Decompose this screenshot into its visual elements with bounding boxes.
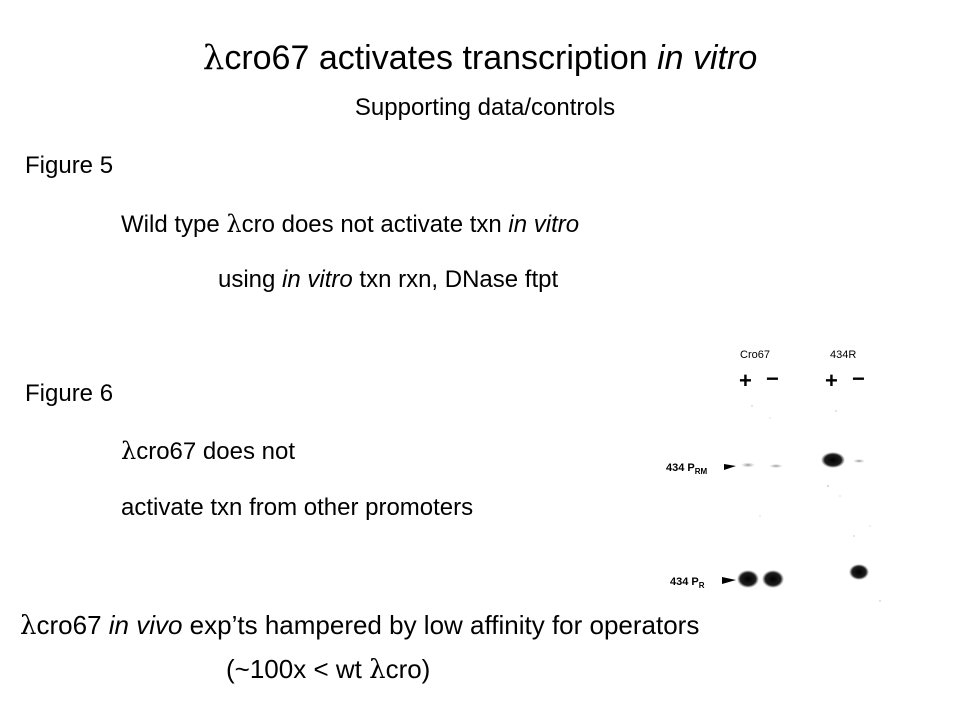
lane-group-label-cro67: Cro67	[740, 349, 770, 361]
gel-image: Cro67 434R + − + − 434 PRM 434 PR	[666, 349, 881, 602]
figure-5-description-2: using in vitro txn rxn, DNase ftpt	[218, 266, 558, 294]
bottom-note-1-post: exp’ts hampered by low affinity for oper…	[182, 610, 700, 640]
gel-band	[849, 564, 869, 580]
figure-5-description-1: Wild type λcro does not activate txn in …	[121, 210, 579, 239]
lambda-symbol: λ	[226, 210, 242, 238]
band-label-434-pr: 434 PR	[670, 576, 736, 590]
figure-6-desc1-text: cro67 does not	[136, 438, 295, 465]
svg-text:434 PR: 434 PR	[670, 576, 705, 590]
bottom-note-2-post: cro)	[385, 654, 431, 684]
bottom-note-2-pre: (~100x < wt	[226, 654, 370, 684]
figure-5-desc1-pre: Wild type	[121, 211, 227, 238]
band-label-subscript: R	[699, 581, 705, 590]
band-label-434-prm: 434 PRM	[666, 462, 736, 476]
bottom-note-2: (~100x < wt λcro)	[226, 654, 430, 685]
lambda-symbol: λ	[369, 655, 386, 685]
lane-sign: −	[852, 366, 865, 391]
bottom-note-1-pre: cro67	[36, 610, 109, 640]
gel-band	[762, 570, 784, 588]
figure-6-label: Figure 6	[25, 380, 114, 407]
band-label-subscript: RM	[695, 467, 708, 476]
svg-text:434 PRM: 434 PRM	[666, 462, 708, 476]
figure-6-description-1: λcro67 does not	[121, 437, 295, 466]
lambda-symbol: λ	[121, 437, 137, 465]
band-label-prefix: 434 P	[670, 576, 699, 588]
lambda-symbol: λ	[202, 38, 225, 78]
arrowhead-icon	[724, 464, 736, 470]
figure-5-desc2-italic: in vitro	[282, 266, 353, 293]
lane-sign: +	[739, 368, 752, 393]
figure-6-description-2: activate txn from other promoters	[121, 494, 474, 521]
gel-speckles	[751, 405, 881, 602]
figure-5-desc2-pre: using	[218, 266, 283, 293]
figure-5-desc2-post: txn rxn, DNase ftpt	[352, 266, 559, 293]
figure-5-desc1-mid: cro does not activate txn	[241, 211, 509, 238]
bottom-note-1-italic: in vivo	[108, 610, 183, 640]
title-text: cro67 activates transcription	[224, 39, 658, 77]
gel-band	[821, 452, 845, 468]
lane-group-label-434r: 434R	[830, 349, 856, 361]
band-label-prefix: 434 P	[666, 462, 695, 474]
slide-subtitle: Supporting data/controls	[354, 94, 616, 121]
bottom-note-1: λcro67 in vivo exp’ts hampered by low af…	[20, 610, 699, 641]
arrowhead-icon	[722, 577, 736, 584]
gel-band	[853, 459, 865, 463]
figure-5-desc1-italic: in vitro	[508, 211, 580, 238]
lambda-symbol: λ	[20, 611, 37, 641]
title-italic-text: in vitro	[657, 39, 758, 77]
gel-band	[737, 570, 759, 588]
gel-band	[741, 462, 755, 468]
lane-sign: −	[766, 366, 779, 391]
figure-5-label: Figure 5	[25, 152, 114, 179]
lane-sign: +	[825, 368, 838, 393]
gel-band	[769, 464, 783, 468]
slide-title: λcro67 activates transcription in vitro	[0, 38, 960, 78]
